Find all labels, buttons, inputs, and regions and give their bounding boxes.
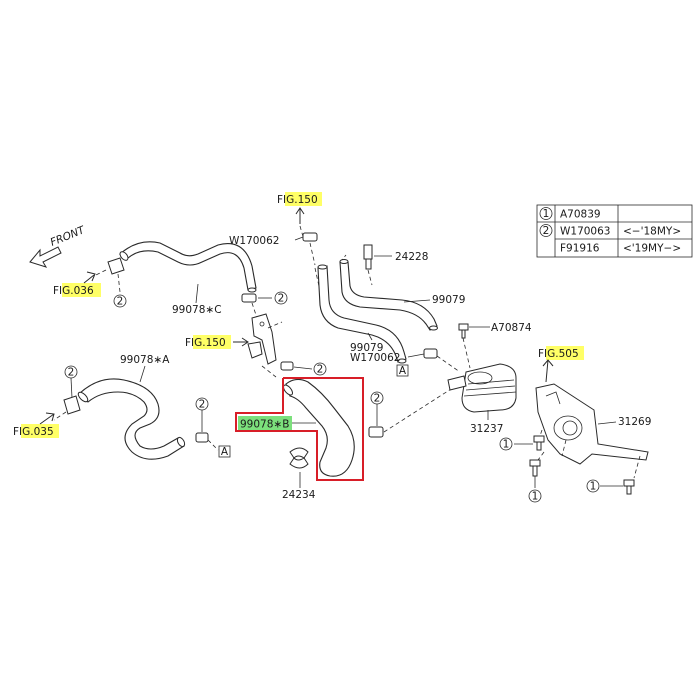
selection-box: [235, 377, 364, 481]
part-label-99078-a: 99078∗A: [120, 354, 170, 366]
hose-99078-c[interactable]: [118, 241, 257, 293]
part-label-99079-mid: 99079: [350, 342, 383, 354]
legend-row-2: 2 W170063 <−'18MY>: [539, 224, 681, 238]
svg-text:2: 2: [278, 293, 285, 305]
fig-ref-036[interactable]: FIG.036: [53, 271, 101, 297]
ref-circle-2-d[interactable]: 2: [64, 365, 78, 379]
bolt-a70874[interactable]: A70874: [458, 322, 532, 339]
bolt-1-a[interactable]: [514, 435, 545, 451]
svg-text:1: 1: [590, 481, 597, 493]
pipe-99079[interactable]: [317, 259, 438, 364]
fig-ref-150-mid[interactable]: FIG.150: [185, 335, 249, 349]
part-label-99079-right: 99079: [432, 294, 465, 306]
clamp-w170062-top[interactable]: W170062: [229, 232, 318, 247]
bolt-1-c[interactable]: [600, 479, 635, 495]
legend-part-1: A70839: [560, 209, 601, 221]
svg-text:FIG.150: FIG.150: [185, 337, 226, 349]
part-label-a70874: A70874: [491, 322, 532, 334]
svg-text:FIG.505: FIG.505: [538, 348, 579, 360]
part-label-99078-b-group[interactable]: 99078∗B: [238, 416, 292, 431]
ref-circle-1-b[interactable]: 1: [528, 489, 542, 503]
hose-99078-b[interactable]: [282, 378, 355, 477]
svg-text:2: 2: [317, 364, 324, 376]
legend-num-1: 1: [543, 208, 550, 220]
front-label: FRONT: [49, 224, 88, 249]
legend-num-2: 2: [543, 225, 550, 237]
svg-text:2: 2: [374, 393, 381, 405]
clamp-99078c-right[interactable]: [241, 293, 272, 303]
front-arrow: FRONT: [29, 224, 88, 268]
part-label-w170062-mid: W170062: [350, 352, 400, 364]
clamp-left-mid[interactable]: [63, 395, 81, 415]
svg-text:FIG.036: FIG.036: [53, 285, 94, 297]
ref-circle-2-f[interactable]: 2: [370, 391, 384, 405]
ref-circle-2-a[interactable]: 2: [113, 294, 127, 308]
ref-circle-2-e[interactable]: 2: [195, 397, 209, 411]
part-label-w170062-top: W170062: [229, 235, 279, 247]
svg-text:1: 1: [503, 439, 510, 451]
part-label-99078-b: 99078∗B: [240, 419, 289, 431]
sensor-24228[interactable]: 24228: [363, 244, 428, 270]
ref-box-a-left[interactable]: A: [218, 445, 231, 458]
svg-text:2: 2: [68, 367, 75, 379]
svg-text:A: A: [221, 446, 229, 458]
svg-text:2: 2: [117, 296, 124, 308]
part-label-31269: 31269: [618, 416, 651, 428]
part-label-31237: 31237: [470, 423, 503, 435]
fig-ref-505[interactable]: FIG.505: [538, 346, 584, 383]
clamp-w170062-mid[interactable]: W170062: [350, 348, 438, 364]
svg-text:2: 2: [199, 399, 206, 411]
part-label-24228: 24228: [395, 251, 428, 263]
part-label-99078-c: 99078∗C: [172, 304, 222, 316]
bolt-1-b[interactable]: [529, 459, 541, 488]
legend-row-1: 1 A70839: [539, 207, 601, 221]
clamp-mid-lower[interactable]: [280, 361, 313, 371]
legend-note-3: <'19MY−>: [623, 243, 681, 255]
svg-text:FIG.150: FIG.150: [277, 194, 318, 206]
legend-row-3: F91916 <'19MY−>: [560, 243, 681, 255]
clip-24234[interactable]: 24234: [282, 447, 316, 501]
svg-text:A: A: [399, 365, 407, 377]
legend-note-2: <−'18MY>: [623, 226, 681, 238]
fig-ref-035[interactable]: FIG.035: [13, 412, 59, 438]
clamp-99078a-right[interactable]: [195, 432, 209, 443]
ref-circle-2-c[interactable]: 2: [313, 362, 327, 376]
legend-table: 1 A70839 2 W170063 <−'18MY> F91916 <'19M…: [536, 204, 693, 258]
part-label-24234: 24234: [282, 489, 316, 501]
fig-ref-150-top[interactable]: FIG.150: [277, 192, 322, 224]
clamp-left-top[interactable]: [93, 257, 125, 293]
hose-99078-a[interactable]: [77, 378, 186, 460]
bracket-31269[interactable]: 31269: [535, 383, 651, 465]
ref-circle-1-c[interactable]: 1: [586, 479, 600, 493]
svg-text:1: 1: [532, 491, 539, 503]
ref-circle-1-a[interactable]: 1: [499, 437, 513, 451]
bracket-mid[interactable]: [247, 313, 277, 365]
ref-box-a-right[interactable]: A: [396, 364, 409, 377]
legend-part-2: W170063: [560, 226, 610, 238]
legend-part-3: F91916: [560, 243, 600, 255]
clamp-99078b-right[interactable]: [368, 426, 384, 438]
ref-circle-2-b[interactable]: 2: [274, 291, 288, 305]
svg-text:FIG.035: FIG.035: [13, 426, 54, 438]
canister-31237[interactable]: 31237: [447, 363, 517, 435]
